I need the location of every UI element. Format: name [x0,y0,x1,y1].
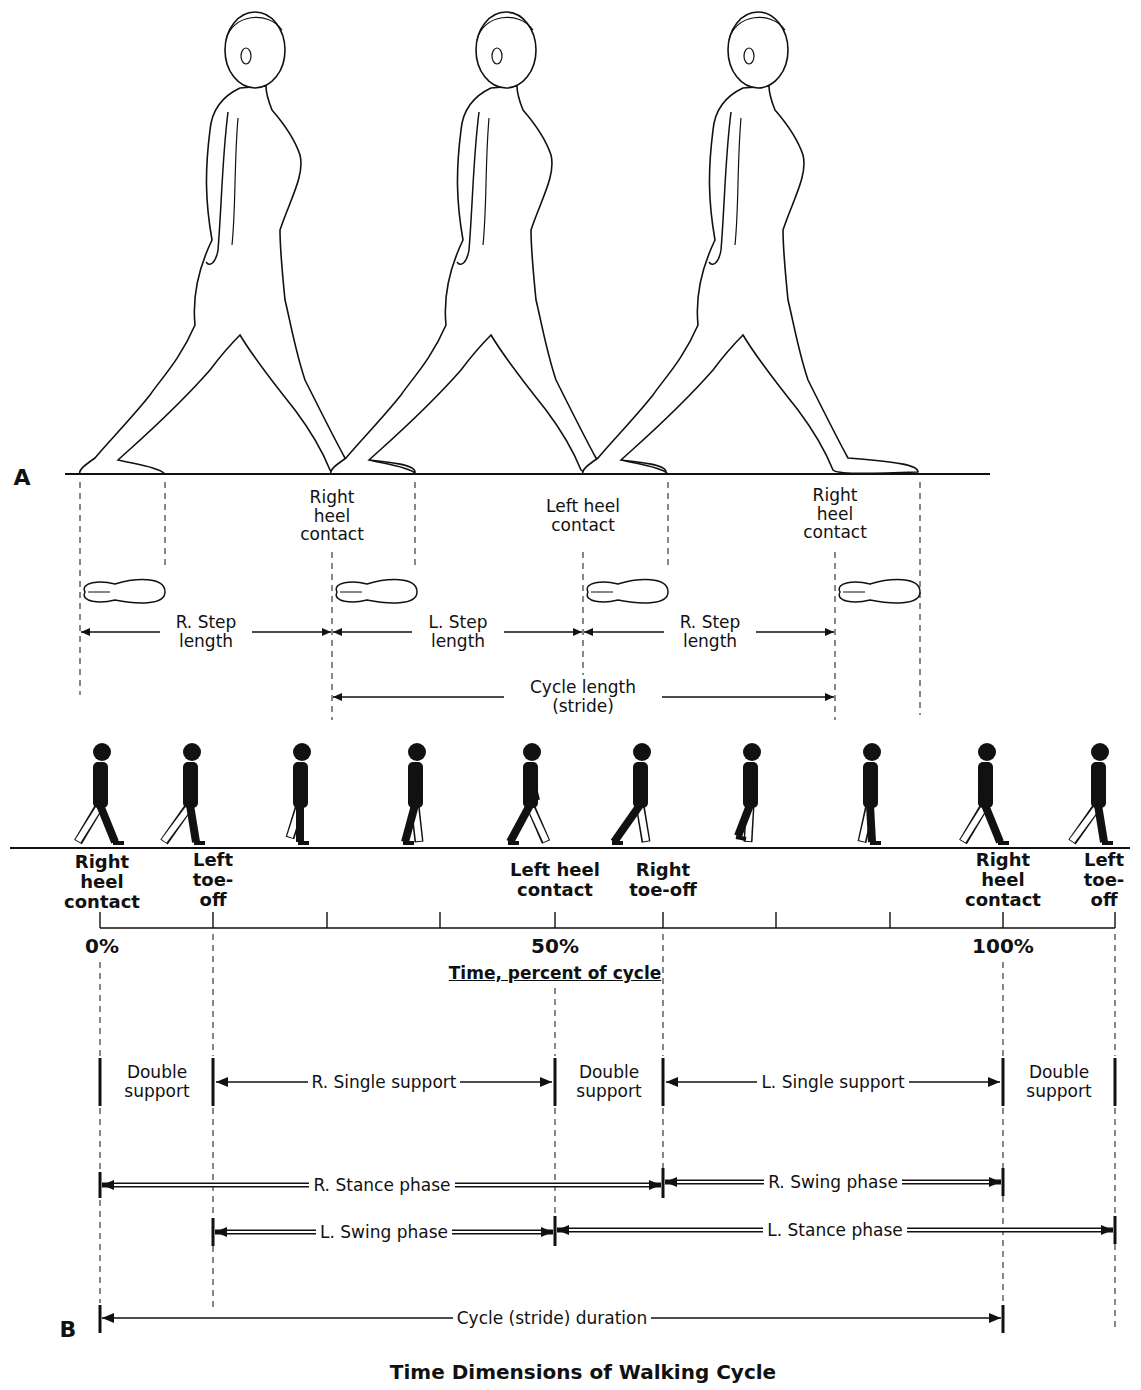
event-label: Right heel contact [292,488,372,544]
panel-letter: B [60,1318,77,1342]
support-bracket [100,1058,1115,1106]
phase-label: Double support [559,1063,659,1100]
event-label: Right heel contact [57,852,147,911]
event-label: Left heel contact [543,497,623,534]
phase-label: Double support [107,1063,207,1100]
event-label: Left toe-off [185,850,241,909]
dimension-label: L. Step length [412,613,504,650]
phase-label: Double support [1009,1063,1109,1100]
phase-label: L. Swing phase [316,1223,452,1242]
gait-silhouettes [78,743,1113,843]
footprint [84,580,920,603]
dashed-guide [100,934,1115,1330]
phase-label: R. Swing phase [764,1173,902,1192]
walking-figure [80,12,918,474]
dimension-label: Cycle (stride) duration [453,1309,652,1328]
ground-line [65,473,990,475]
panel-letter: A [13,466,30,490]
time-axis [100,912,1115,928]
percent-label: 100% [972,935,1034,957]
event-label: Left heel contact [510,860,600,900]
event-label: Right heel contact [795,486,875,542]
phase-label: R. Stance phase [309,1176,454,1195]
percent-label: 0% [85,935,119,957]
percent-label: 50% [531,935,579,957]
axis-title: Time, percent of cycle [449,964,661,983]
dashed-guide [80,482,920,720]
phase-arrow [100,1168,1115,1333]
event-label: Left toe-off [1076,850,1132,909]
dimension-label: Cycle length (stride) [504,678,662,715]
dimension-label: R. Step length [664,613,756,650]
phase-label: L. Single support [757,1073,908,1092]
phase-label: L. Stance phase [763,1221,906,1240]
dimension-label: R. Step length [160,613,252,650]
phase-label: R. Single support [308,1073,461,1092]
figure-caption: Time Dimensions of Walking Cycle [390,1361,776,1383]
event-label: Right heel contact [958,850,1048,909]
ground-line [10,847,1130,849]
event-label: Right toe-off [627,860,699,900]
